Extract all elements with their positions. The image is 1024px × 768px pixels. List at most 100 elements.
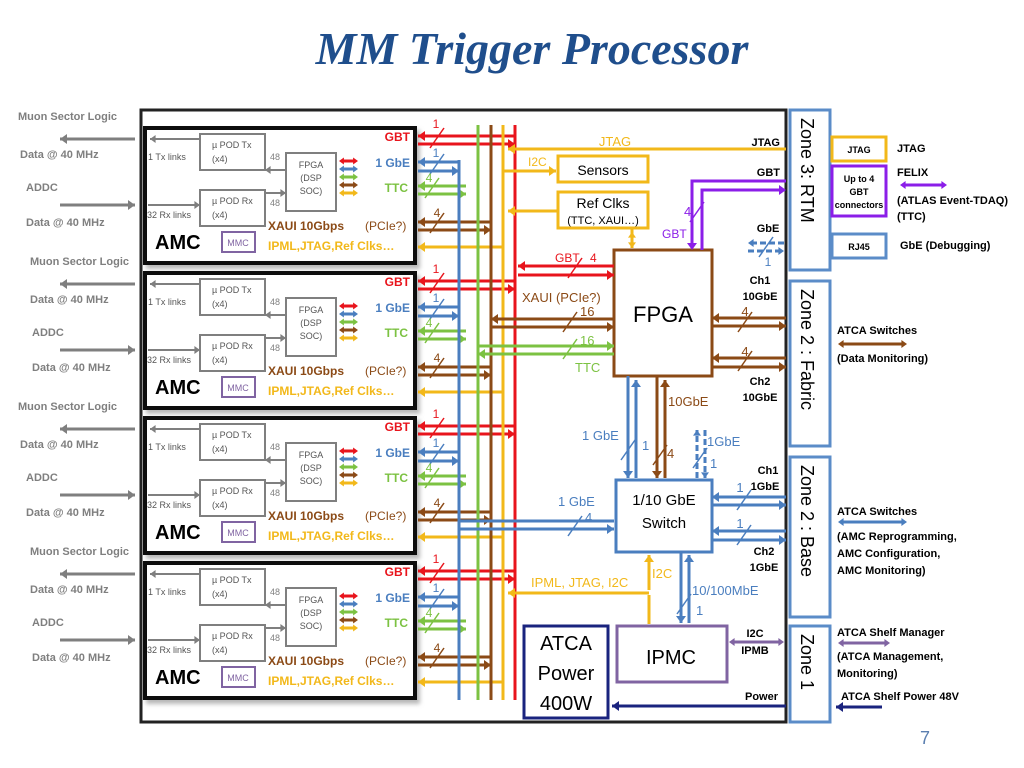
tx-link-arrow-arrow-head-icon	[150, 425, 156, 433]
fpga-switch-gbe-label: 1 GbE	[582, 428, 619, 443]
mbe-width: 1	[696, 603, 703, 618]
amc-gbe-label: 1 GbE	[558, 494, 595, 509]
rx-input-arrow-arrow-head-icon	[128, 490, 135, 500]
fpga-port-arrow-right-icon	[353, 326, 358, 334]
fpga-gbt-out-arrow-arrow-head-icon	[518, 261, 525, 271]
rx-data-rate-label: Data @ 40 MHz	[32, 652, 111, 664]
mmc-label: MMC	[227, 673, 249, 683]
fpga-port-arrow-right-icon	[353, 302, 358, 310]
fabric-ch1-out-arrow-arrow-head-icon	[779, 321, 786, 331]
ipml-label: IPML,JTAG,Ref Clks…	[268, 529, 394, 543]
fpga-ttc-slash	[562, 338, 578, 360]
fpga-port-arrow-left-icon	[339, 455, 344, 463]
zone1-label: Zone 1	[797, 634, 817, 690]
upod-rx-box	[199, 479, 266, 517]
amc-fpga-box	[285, 152, 337, 212]
ipml-jtag-i2c-arrow-arrow-head-icon	[508, 588, 515, 598]
gbt-bus-slash	[429, 272, 445, 294]
base-switches-sub-label: (AMC Reprogramming,	[837, 531, 957, 543]
amc-fpga-label: FPGA	[299, 305, 324, 315]
tx-data-rate-label: Data @ 40 MHz	[20, 149, 99, 161]
fpga-port-arrow-right-icon	[353, 334, 358, 342]
base-ch1-speed: 1GbE	[751, 481, 780, 493]
amc-fpga-label-2: (DSP	[300, 173, 322, 183]
tx-output-arrow-arrow-head-icon	[60, 279, 67, 289]
power-arrow-arrow-head-icon	[612, 701, 619, 711]
fpga-port-arrow-left-icon	[339, 318, 344, 326]
switch-dash-gbe-label: 1GbE	[707, 434, 741, 449]
tx-links-label: 1 Tx links	[148, 587, 186, 597]
fpga-xaui-label: XAUI (PCIe?)	[522, 290, 601, 305]
zone2-base-box	[788, 455, 832, 619]
upod-rx-count: (x4)	[212, 355, 228, 365]
switch-dash-gbe-up-arrow-arrow-head-icon	[693, 430, 701, 436]
xaui-rx-arrow-arrow-head-icon	[418, 507, 425, 517]
upod-tx-label: µ POD Tx	[212, 430, 252, 440]
fpga-ttc-out-arrow-arrow-head-icon	[478, 349, 485, 359]
ipmb-left-arrow-icon	[729, 638, 735, 646]
amc-fpga-label: FPGA	[299, 160, 324, 170]
gbe-label: 1 GbE	[375, 301, 410, 315]
felix-label-3: (TTC)	[897, 211, 926, 223]
fpga-port-arrow-right-icon	[353, 608, 358, 616]
upod-rx-box	[199, 189, 266, 227]
upod-rx-count: (x4)	[212, 645, 228, 655]
gbt-label: GBT	[385, 275, 411, 289]
fpga-port-arrow-left-icon	[339, 181, 344, 189]
fpga-switch-10gbe-slash	[652, 444, 668, 466]
fpga-port-arrow-left-icon	[339, 157, 344, 165]
fpga-port-arrow-left-icon	[339, 471, 344, 479]
fpga-port-arrow-right-icon	[353, 463, 358, 471]
fabric-ch1-width: 4	[741, 304, 748, 319]
gbe-label: 1 GbE	[375, 446, 410, 460]
zone1-box	[788, 624, 832, 724]
gbt-label: GBT	[385, 420, 411, 434]
fabric-ch1-speed: 10GbE	[743, 291, 778, 303]
fabric-left-arrow-icon	[838, 340, 844, 348]
switch-dash-gbe-down-arrow-arrow-head-icon	[701, 472, 709, 478]
sensors-box	[556, 154, 650, 184]
shelf-manager-sub-label: (ATCA Management,	[837, 651, 943, 663]
gbt-rx-arrow-arrow-head-icon	[418, 131, 425, 141]
gbt-bus-slash	[429, 417, 445, 439]
rtm-gbt-slash	[689, 201, 705, 223]
rx-data-rate-label: Data @ 40 MHz	[26, 507, 105, 519]
xaui-bus-slash	[429, 647, 445, 669]
upod-tx-count: (x4)	[212, 154, 228, 164]
fpga-port-arrow-left-icon	[339, 310, 344, 318]
rx-to-fpga-arrow-arrow-head-icon	[280, 479, 286, 487]
fpga-port-arrow-left-icon	[339, 326, 344, 334]
xaui-rx-arrow-arrow-head-icon	[418, 362, 425, 372]
tx-output-arrow-arrow-head-icon	[60, 569, 67, 579]
upod-rx-label: µ POD Rx	[212, 196, 253, 206]
gbe-tx-arrow-arrow-head-icon	[452, 601, 459, 611]
fpga-xaui-width: 16	[580, 304, 594, 319]
xaui-bus-width: 4	[434, 641, 441, 655]
fpga-switch-10gbe-down-arrow-arrow-head-icon	[652, 471, 662, 478]
switch-dash-gbe-width: 1	[710, 456, 717, 471]
fpga-port-arrow-right-icon	[353, 318, 358, 326]
rx-link-arrow-arrow-head-icon	[194, 346, 200, 354]
amc-board-frame	[143, 126, 417, 265]
switch-box	[614, 478, 714, 554]
xaui-bus-width: 4	[434, 496, 441, 510]
amc-fpga-label-3: SOC)	[300, 331, 323, 341]
amc-gbe-width: 4	[585, 510, 592, 525]
ttc-label: TTC	[385, 326, 409, 340]
rtm-gbe-slash	[758, 236, 774, 258]
zone3-rtm-box	[788, 108, 832, 272]
fpga-port-arrow-right-icon	[353, 173, 358, 181]
fpga-port-arrow-left-icon	[339, 600, 344, 608]
ref-clks-sub-label: (TTC, XAUI…)	[567, 215, 639, 227]
gbe-rx-arrow-arrow-head-icon	[418, 592, 425, 602]
switch-ipmc-down-arrow-arrow-head-icon	[676, 616, 686, 623]
muon-sector-logic-label: Muon Sector Logic	[18, 111, 117, 123]
fpga-port-arrow-right-icon	[353, 616, 358, 624]
xaui-label: XAUI 10Gbps	[268, 509, 344, 523]
gbe-bus-width: 1	[433, 146, 440, 160]
